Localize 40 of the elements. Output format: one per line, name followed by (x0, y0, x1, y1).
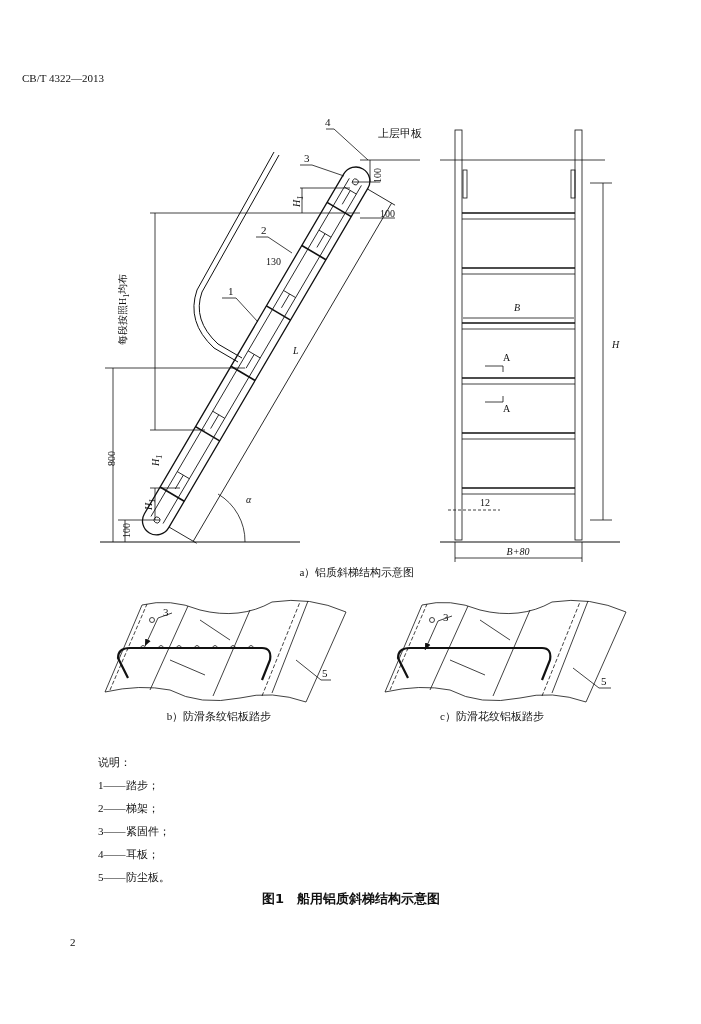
document-number: CB/T 4322—2013 (22, 72, 104, 84)
dimension-label: B (514, 302, 521, 314)
callout-number: 3 (304, 152, 310, 164)
legend-item: 1——踏步； (98, 779, 159, 791)
figure-title: 图1 船用铝质斜梯结构示意图 (262, 893, 440, 905)
leader-line (295, 659, 332, 681)
view-caption: c）防滑花纹铝板踏步 (440, 710, 544, 722)
callout-number: 3 (443, 611, 449, 623)
page-number: 2 (70, 936, 76, 948)
callout-number: 1 (228, 285, 234, 297)
angle-label: α (246, 494, 252, 506)
callout-number: 5 (322, 667, 328, 679)
callout-number: 5 (601, 675, 607, 687)
leader-line (572, 667, 612, 689)
section-mark: A (503, 403, 511, 415)
view-caption: a）铝质斜梯结构示意图 (299, 566, 415, 578)
legend-item: 4——耳板； (98, 848, 159, 860)
legend-item: 3——紧固件； (98, 825, 170, 837)
leader-line (299, 164, 345, 177)
dimension-label: 130 (266, 256, 281, 268)
leader-line (325, 128, 369, 161)
dimension-label: H (612, 339, 620, 351)
legend-heading: 说明： (98, 756, 131, 768)
dimension-label: 800 (106, 451, 118, 466)
deck-label: 上层甲板 (378, 127, 422, 139)
callout-number: 2 (261, 224, 267, 236)
leader-line (221, 297, 259, 323)
callout-number: 4 (325, 116, 331, 128)
leader-line (255, 236, 293, 254)
dimension-label: 12 (480, 497, 490, 509)
view-caption: b）防滑条纹铝板踏步 (166, 710, 272, 722)
legend-item: 5——防尘板。 (98, 871, 170, 883)
section-mark: A (503, 352, 511, 364)
legend-item: 2——梯架； (98, 802, 159, 814)
dimension-label: 100 (121, 523, 133, 538)
dimension-label: B+80 (506, 546, 530, 558)
dimension-label: 100 (372, 168, 384, 183)
dimension-label: L (293, 345, 299, 357)
dimension-label: 100 (380, 208, 395, 220)
callout-number: 3 (163, 606, 169, 618)
